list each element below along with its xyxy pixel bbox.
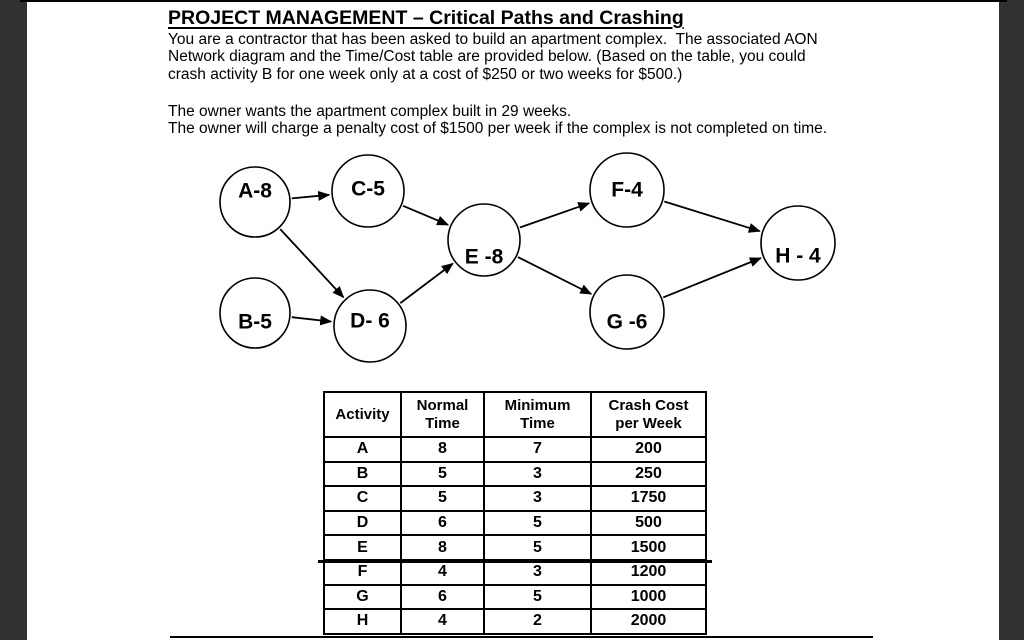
left-letterbox-bar xyxy=(0,0,27,640)
page-title: PROJECT MANAGEMENT – Critical Paths and … xyxy=(168,7,684,29)
text-line: The owner wants the apartment complex bu… xyxy=(168,103,572,120)
cell-C-minimum_time: 3 xyxy=(483,485,592,512)
table-header-cell: Activity xyxy=(323,391,402,438)
cell-E-minimum_time: 5 xyxy=(483,534,592,561)
cell-D-minimum_time: 5 xyxy=(483,509,592,537)
diagram-node-label-H: H - 4 xyxy=(775,245,821,268)
intro-paragraph: You are a contractor that has been asked… xyxy=(168,31,818,83)
diagram-node-F xyxy=(589,152,665,228)
diagram-node-C xyxy=(331,154,405,228)
diagram-node-E xyxy=(447,203,521,277)
diagram-node-label-D: D- 6 xyxy=(350,310,390,333)
diagram-node-label-C: C-5 xyxy=(351,178,385,201)
diagram-node-D xyxy=(333,289,407,363)
cell-F-normal_time: 4 xyxy=(400,558,485,586)
diagram-node-H xyxy=(760,205,836,281)
diagram-node-label-E: E -8 xyxy=(465,246,504,269)
cell-D-crash_cost: 500 xyxy=(590,509,707,537)
diagram-edge-A-C xyxy=(291,190,331,201)
cell-C-activity: C xyxy=(323,485,402,512)
cell-B-activity: B xyxy=(323,460,402,488)
text-line: Network diagram and the Time/Cost table … xyxy=(168,48,806,66)
diagram-node-label-B: B-5 xyxy=(238,311,272,334)
diagram-edge-E-G xyxy=(517,256,593,295)
cell-H-activity: H xyxy=(323,608,402,635)
table-header-cell: Minimum Time xyxy=(483,391,592,438)
cell-E-crash_cost: 1500 xyxy=(590,534,707,561)
diagram-node-A xyxy=(219,166,291,238)
cell-B-normal_time: 5 xyxy=(400,460,485,488)
diagram-node-label-F: F-4 xyxy=(611,179,643,202)
cell-G-activity: G xyxy=(323,583,402,611)
diagram-edge-G-H xyxy=(662,257,762,299)
cell-D-activity: D xyxy=(323,509,402,537)
diagram-edge-C-E xyxy=(402,204,450,226)
cell-H-normal_time: 4 xyxy=(400,608,485,635)
diagram-edge-F-H xyxy=(664,200,761,233)
cell-G-minimum_time: 5 xyxy=(483,583,592,611)
diagram-node-label-A: A-8 xyxy=(238,180,272,203)
cell-H-minimum_time: 2 xyxy=(483,608,592,635)
cell-F-activity: F xyxy=(323,558,402,586)
right-letterbox-bar xyxy=(999,0,1024,640)
top-border-line xyxy=(20,0,1007,2)
cell-E-activity: E xyxy=(323,534,402,561)
diagram-edge-B-D xyxy=(291,315,333,326)
table-header-cell: Normal Time xyxy=(400,391,485,438)
cell-G-normal_time: 6 xyxy=(400,583,485,611)
table-divider-line xyxy=(318,560,712,563)
cell-A-minimum_time: 7 xyxy=(483,436,592,463)
diagram-edge-E-F xyxy=(519,202,591,229)
diagram-node-B xyxy=(219,277,291,349)
cell-F-crash_cost: 1200 xyxy=(590,558,707,586)
diagram-edge-A-D xyxy=(279,228,345,299)
cell-E-normal_time: 8 xyxy=(400,534,485,561)
cell-C-crash_cost: 1750 xyxy=(590,485,707,512)
bottom-rule-line xyxy=(170,636,873,638)
diagram-edge-D-E xyxy=(399,262,454,304)
cell-A-activity: A xyxy=(323,436,402,463)
cell-F-minimum_time: 3 xyxy=(483,558,592,586)
cell-D-normal_time: 6 xyxy=(400,509,485,537)
cell-B-crash_cost: 250 xyxy=(590,460,707,488)
diagram-node-G xyxy=(589,274,665,350)
cell-B-minimum_time: 3 xyxy=(483,460,592,488)
text-line: You are a contractor that has been asked… xyxy=(168,31,818,48)
table-header-cell: Crash Cost per Week xyxy=(590,391,707,438)
cell-C-normal_time: 5 xyxy=(400,485,485,512)
cell-A-crash_cost: 200 xyxy=(590,436,707,463)
cell-H-crash_cost: 2000 xyxy=(590,608,707,635)
diagram-node-label-G: G -6 xyxy=(607,311,648,334)
cell-A-normal_time: 8 xyxy=(400,436,485,463)
text-line: The owner will charge a penalty cost of … xyxy=(168,120,828,138)
cell-G-crash_cost: 1000 xyxy=(590,583,707,611)
requirements-paragraph: The owner wants the apartment complex bu… xyxy=(168,103,827,138)
text-line: crash activity B for one week only at a … xyxy=(168,65,683,83)
